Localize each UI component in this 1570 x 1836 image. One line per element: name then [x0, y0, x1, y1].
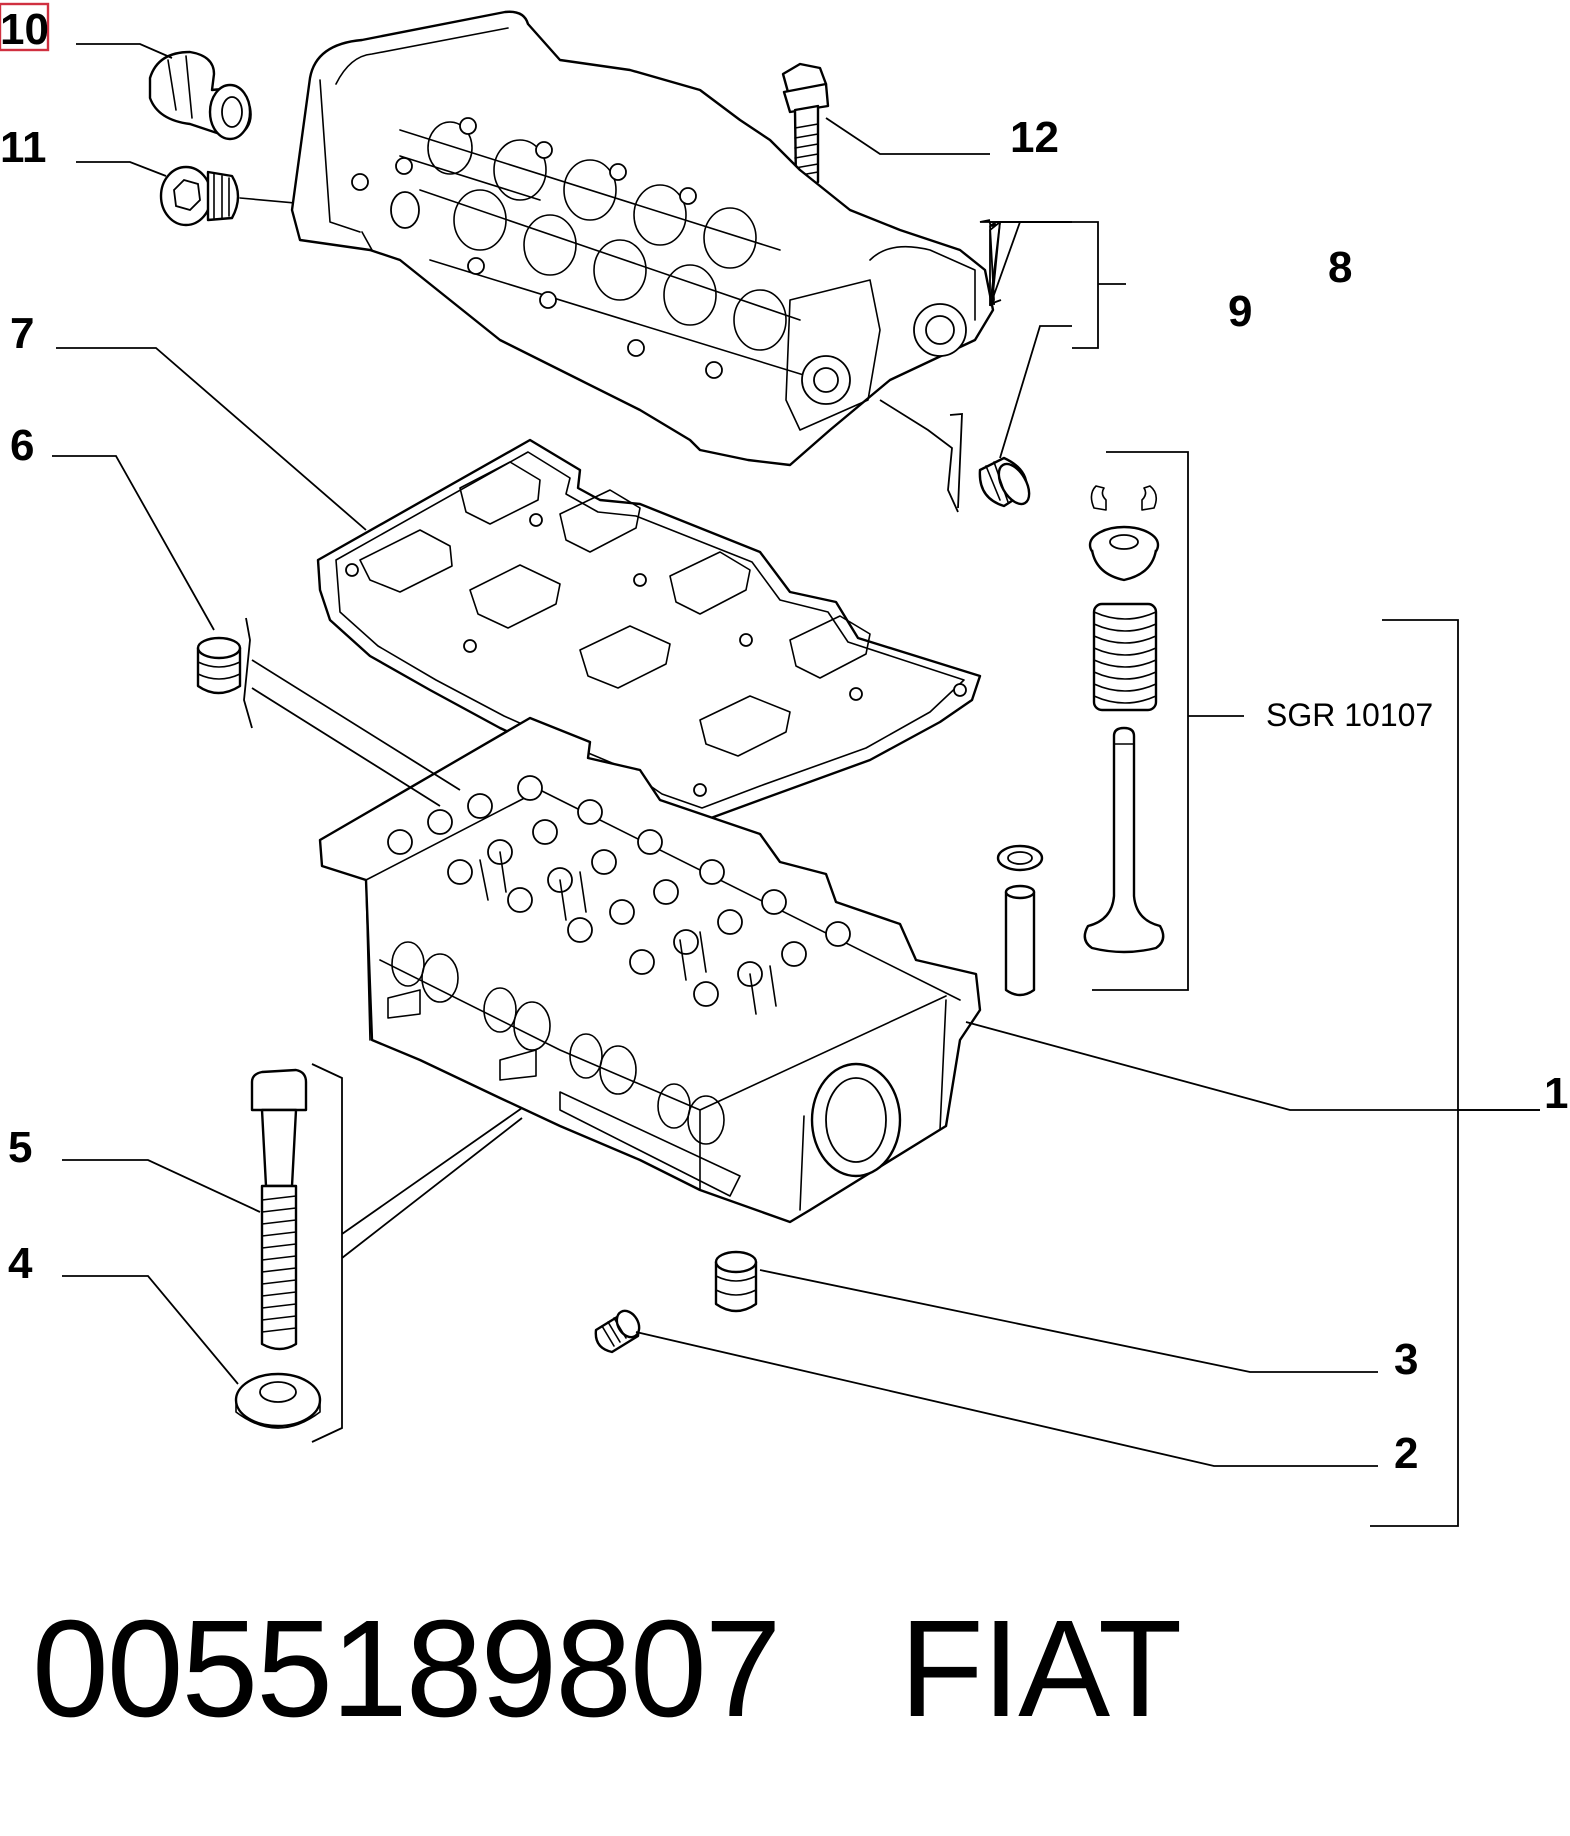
plug-part-10 [148, 50, 252, 141]
callout-3: 3 [1394, 1335, 1418, 1384]
sleeve-part-9 [978, 456, 1031, 508]
camshaft-carrier-part-8 [290, 10, 995, 467]
callout-2: 2 [1394, 1429, 1418, 1478]
valve-assembly-kit [996, 485, 1165, 997]
gasket-part-7 [316, 438, 982, 824]
callout-7: 7 [10, 309, 34, 358]
head-bolt-part-5 [250, 1068, 308, 1351]
callout-10: 10 [0, 5, 49, 54]
kit-label-sgr: SGR 10107 [1266, 697, 1433, 733]
callout-12: 12 [1010, 113, 1059, 162]
small-plug-part-2 [594, 1309, 641, 1354]
callout-9: 9 [1228, 287, 1252, 336]
dowel-part-3 [714, 1250, 758, 1313]
callout-6: 6 [10, 421, 34, 470]
leader-lines [52, 43, 1540, 1527]
part-number: 0055189807 [32, 1592, 781, 1746]
dowel-part-6 [196, 636, 242, 695]
callout-11: 11 [0, 123, 47, 172]
callout-4: 4 [8, 1239, 33, 1288]
cylinder-head-part-1 [318, 716, 982, 1224]
part-footer: 0055189807 FIAT [32, 1592, 1183, 1746]
hex-plug-part-11 [159, 165, 396, 227]
washer-part-4 [234, 1372, 322, 1429]
callout-1: 1 [1544, 1069, 1568, 1118]
callout-8: 8 [1328, 243, 1352, 292]
brand-name: FIAT [899, 1592, 1183, 1746]
highlight-box-10 [0, 2, 50, 52]
callout-5: 5 [8, 1123, 32, 1172]
